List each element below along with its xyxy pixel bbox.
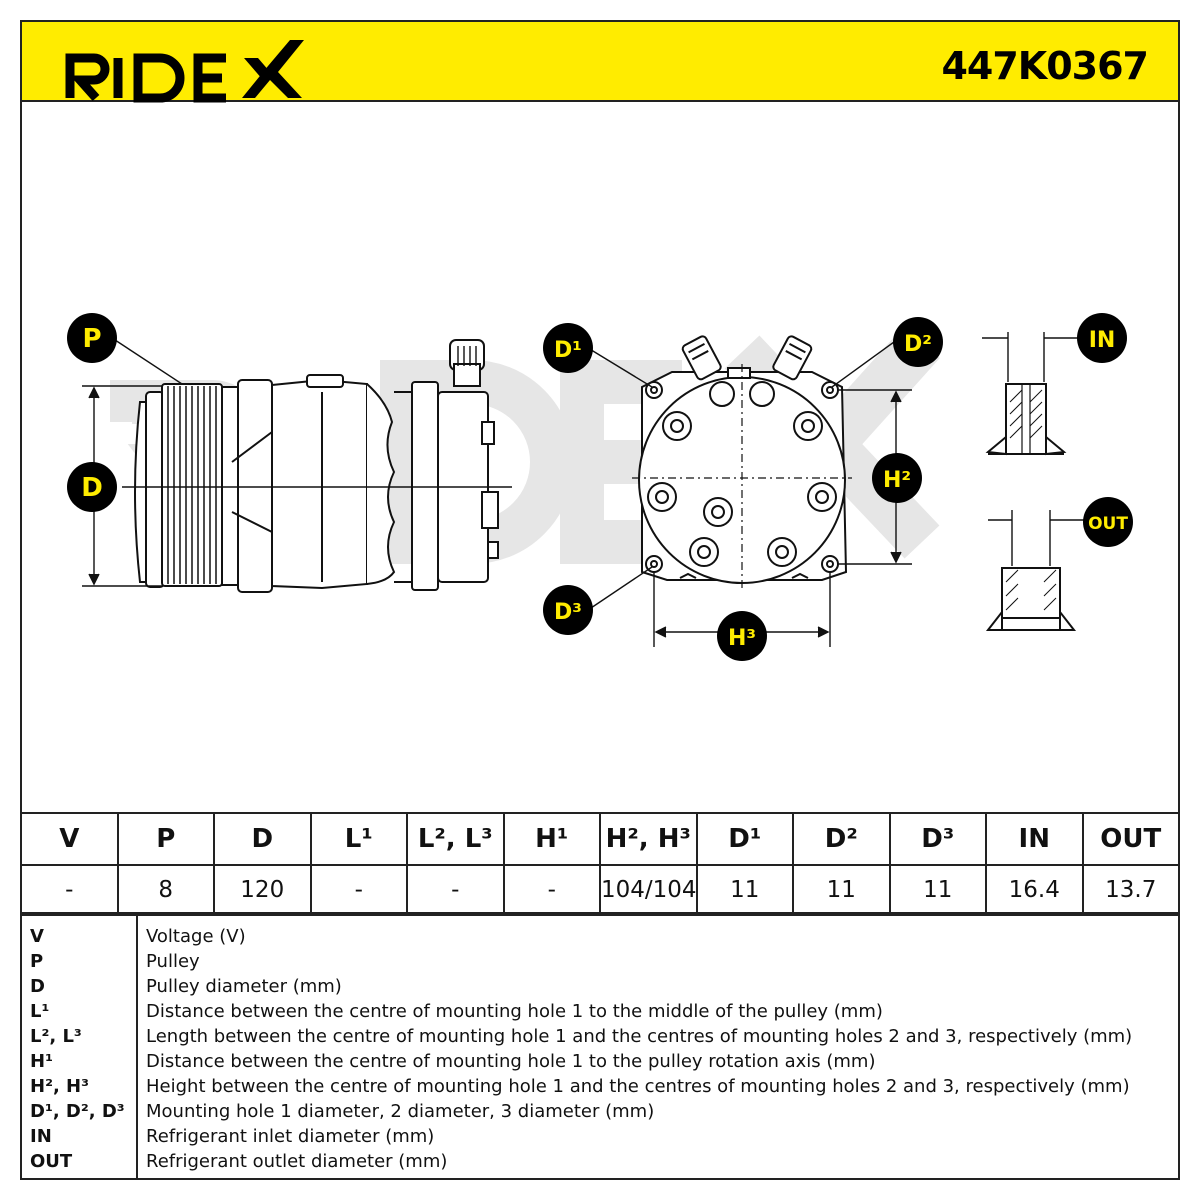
svg-text:P: P — [82, 324, 101, 354]
svg-text:H³: H³ — [728, 626, 756, 651]
legend-desc: Voltage (V) — [146, 926, 246, 947]
ridex-logo — [65, 40, 304, 103]
value-h2-h3: 104/104 — [599, 864, 698, 916]
inlet-fitting — [985, 383, 1067, 456]
legend-key: D — [30, 976, 45, 997]
legend-desc: Length between the centre of mounting ho… — [146, 1026, 1133, 1047]
out-dimension — [988, 510, 1084, 566]
svg-text:D: D — [81, 473, 103, 503]
legend-key: P — [30, 951, 44, 972]
value-d: 120 — [213, 864, 312, 916]
col-d: D — [213, 812, 312, 866]
badge-d1: D¹ — [543, 323, 593, 373]
col-h1: H¹ — [502, 812, 601, 866]
badge-p: P — [67, 313, 117, 363]
col-v: V — [20, 812, 119, 866]
rear-centre-lines — [632, 364, 852, 592]
value-out: 13.7 — [1081, 864, 1180, 916]
legend-row: V Voltage (V) — [22, 924, 1178, 949]
svg-text:D¹: D¹ — [554, 338, 582, 363]
col-d1: D¹ — [695, 812, 794, 866]
legend-key: H¹ — [30, 1051, 53, 1072]
legend: V Voltage (V) P Pulley D Pulley diameter (m… — [20, 912, 1180, 1180]
badge-d: D — [67, 462, 117, 512]
svg-text:IN: IN — [1089, 328, 1116, 353]
legend-desc: Mounting hole 1 diameter, 2 diameter, 3 … — [146, 1101, 655, 1122]
legend-key: IN — [30, 1126, 52, 1147]
legend-desc: Distance between the centre of mounting … — [146, 1051, 876, 1072]
rear-leaders — [587, 341, 895, 611]
legend-row: L², L³ Length between the centre of mount… — [22, 1024, 1178, 1049]
value-p: 8 — [116, 864, 215, 916]
legend-row: L¹ Distance between the centre of mountin… — [22, 999, 1178, 1024]
leader-p — [111, 337, 183, 385]
legend-key: H², H³ — [30, 1076, 90, 1097]
value-d1: 11 — [695, 864, 794, 916]
legend-row: P Pulley — [22, 949, 1178, 974]
value-d2: 11 — [792, 864, 891, 916]
page-frame — [20, 20, 1180, 1180]
badge-in: IN — [1077, 313, 1127, 363]
legend-row: H¹ Distance between the centre of mountin… — [22, 1049, 1178, 1074]
compressor-side-view — [134, 339, 499, 593]
svg-text:OUT: OUT — [1088, 514, 1128, 534]
col-d2: D² — [792, 812, 891, 866]
spec-table: V P D L¹ L², L³ H¹ H², H³ D¹ D² D³ IN OU… — [20, 812, 1180, 916]
spec-value-row: - 8 120 - - - 104/104 11 11 11 16.4 13.7 — [20, 864, 1180, 916]
technical-drawing: P D D¹ D² D³ H² H³ IN OUT — [67, 313, 1133, 661]
outlet-fitting — [985, 567, 1077, 631]
legend-key: OUT — [30, 1151, 73, 1172]
svg-text:D³: D³ — [554, 600, 582, 625]
value-v: - — [20, 864, 119, 916]
legend-row: IN Refrigerant inlet diameter (mm) — [22, 1124, 1178, 1149]
value-l1: - — [309, 864, 408, 916]
legend-desc: Refrigerant inlet diameter (mm) — [146, 1126, 435, 1147]
svg-text:H²: H² — [883, 468, 911, 493]
badge-h2: H² — [872, 453, 922, 503]
col-p: P — [116, 812, 215, 866]
legend-row: D¹, D², D³ Mounting hole 1 diameter, 2 di… — [22, 1099, 1178, 1124]
svg-text:D²: D² — [904, 332, 932, 357]
legend-row: D Pulley diameter (mm) — [22, 974, 1178, 999]
col-l2-l3: L², L³ — [406, 812, 505, 866]
legend-key: L², L³ — [30, 1026, 82, 1047]
legend-row: OUT Refrigerant outlet diameter (mm) — [22, 1149, 1178, 1174]
legend-key: D¹, D², D³ — [30, 1101, 125, 1122]
part-number: 447K0367 — [941, 44, 1149, 88]
value-d3: 11 — [888, 864, 987, 916]
header-bar: 447K0367 — [20, 20, 1180, 103]
legend-desc: Pulley — [146, 951, 200, 972]
value-in: 16.4 — [985, 864, 1084, 916]
badge-h3: H³ — [717, 611, 767, 661]
legend-desc: Distance between the centre of mounting … — [146, 1001, 883, 1022]
value-h1: - — [502, 864, 601, 916]
col-h2-h3: H², H³ — [599, 812, 698, 866]
legend-divider — [136, 914, 138, 1178]
in-dimension — [982, 332, 1084, 382]
spec-header-row: V P D L¹ L², L³ H¹ H², H³ D¹ D² D³ IN OU… — [20, 812, 1180, 866]
col-in: IN — [985, 812, 1084, 866]
legend-key: L¹ — [30, 1001, 50, 1022]
col-l1: L¹ — [309, 812, 408, 866]
legend-desc: Pulley diameter (mm) — [146, 976, 342, 997]
legend-row: H², H³ Height between the centre of mount… — [22, 1074, 1178, 1099]
badge-d3: D³ — [543, 585, 593, 635]
badge-out: OUT — [1083, 497, 1133, 547]
badge-d2: D² — [893, 317, 943, 367]
value-l2-l3: - — [406, 864, 505, 916]
dimension-h3 — [653, 572, 831, 647]
legend-desc: Refrigerant outlet diameter (mm) — [146, 1151, 448, 1172]
col-d3: D³ — [888, 812, 987, 866]
legend-desc: Height between the centre of mounting ho… — [146, 1076, 1130, 1097]
legend-key: V — [30, 926, 44, 947]
